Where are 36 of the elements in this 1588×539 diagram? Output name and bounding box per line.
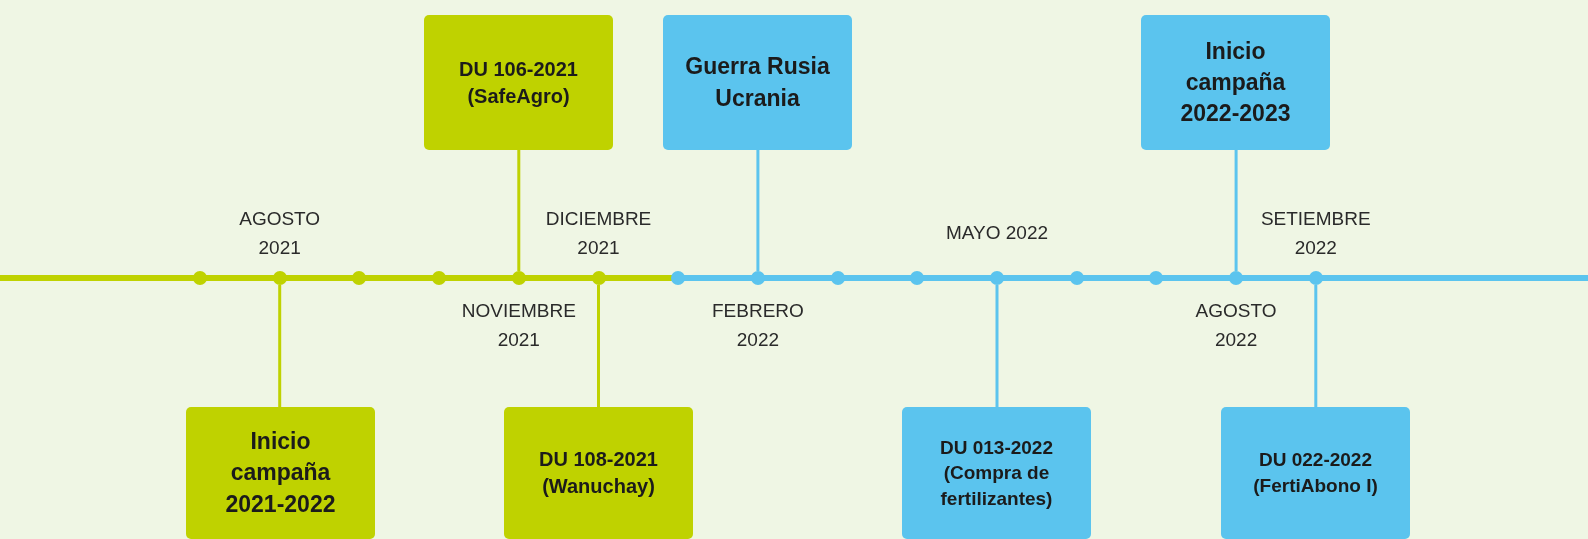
timeline-dot [1229,271,1244,285]
timeline-dot [193,271,207,285]
event-box: DU 106-2021 (SafeAgro) [424,15,613,150]
connector-line [517,150,521,271]
connector-line [278,285,282,407]
event-box: Inicio campaña 2022-2023 [1141,15,1330,150]
event-box: DU 022-2022 (FertiAbono I) [1221,407,1410,539]
timeline-dot [511,271,526,285]
date-label: FEBRERO 2022 [710,298,805,351]
event-box: DU 108-2021 (Wanuchay) [504,407,693,539]
date-label: DICIEMBRE 2021 [544,206,653,259]
connector-line [756,150,760,271]
connector-line [995,285,999,407]
timeline-dot [352,271,367,285]
timeline-dot [1069,271,1084,285]
timeline-dot [990,271,1004,285]
event-box: Guerra Rusia Ucrania [663,15,852,150]
date-label: AGOSTO 2022 [1194,298,1278,351]
timeline-dot [1149,271,1164,285]
timeline-dot [910,271,925,285]
connector-line [1314,285,1318,407]
event-box: Inicio campaña 2021-2022 [186,407,375,539]
date-label: AGOSTO 2021 [238,206,322,259]
timeline-dot [591,271,606,285]
date-label: MAYO 2022 [944,220,1050,245]
timeline-dot [750,271,765,285]
connector-line [1234,150,1238,271]
date-label: SETIEMBRE 2022 [1259,206,1372,259]
timeline-dot [432,271,447,285]
timeline-dot [830,271,845,285]
date-label: NOVIEMBRE 2021 [460,298,577,351]
timeline-dot [671,271,686,285]
event-box: DU 013-2022 (Compra de fertilizantes) [902,407,1091,539]
timeline-dot [1308,271,1323,285]
timeline-dot [272,271,287,285]
connector-line [597,285,600,407]
